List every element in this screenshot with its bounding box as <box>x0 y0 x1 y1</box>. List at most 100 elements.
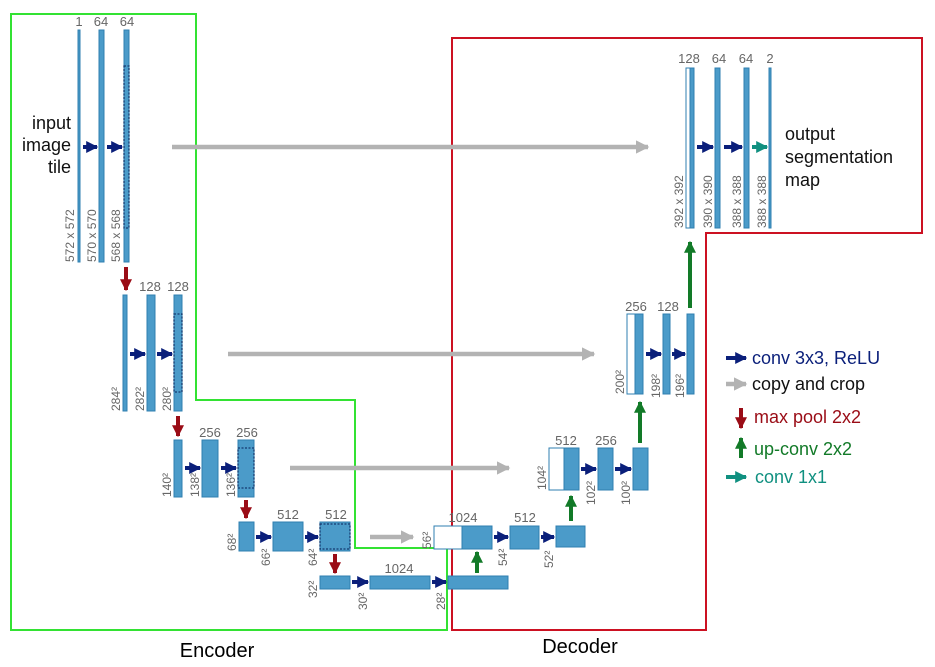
encoder-region-outline <box>10 13 448 631</box>
channel-label: 64 <box>739 51 753 66</box>
channel-label: 512 <box>514 510 536 525</box>
conv-arrows <box>83 141 744 588</box>
dimension-label: 138² <box>188 473 202 497</box>
dimension-label: 140² <box>160 473 174 497</box>
crop-region-enc4 <box>319 523 351 550</box>
output-label-line: output <box>785 124 835 144</box>
copy-arrows <box>172 140 650 544</box>
dimension-label: 52² <box>542 551 556 568</box>
channel-label: 256 <box>625 299 647 314</box>
crop-region-enc2 <box>173 313 183 393</box>
crop-region-enc3 <box>237 447 255 489</box>
channel-label: 2 <box>766 51 773 66</box>
feature-map-dec1-conv1 <box>714 67 721 229</box>
feature-map-dec1-copied <box>685 67 691 229</box>
encoder-label: Encoder <box>180 640 255 662</box>
feature-map-dec3-conv1 <box>597 447 614 491</box>
feature-map-output <box>768 67 772 229</box>
feature-map-dec1-upconv <box>689 67 695 229</box>
feature-map-enc4-conv1 <box>272 521 304 552</box>
channel-label: 512 <box>555 433 577 448</box>
dimension-label: 102² <box>584 481 598 505</box>
channel-label: 64 <box>712 51 726 66</box>
legend-conv1x1-label: conv 1x1 <box>755 467 827 487</box>
dimension-label: 64² <box>306 549 320 566</box>
legend-upconv-label: up-conv 2x2 <box>754 439 852 459</box>
output-label-line: map <box>785 170 820 190</box>
feature-map-enc1-conv2 <box>123 29 130 263</box>
dimension-label: 68² <box>225 534 239 551</box>
feature-map-dec2-conv2 <box>686 313 695 395</box>
feature-map-dec3-copied <box>548 447 565 491</box>
dimension-label: 388 x 388 <box>755 175 769 228</box>
upconv-arrows <box>471 240 696 573</box>
dimension-label: 572 x 572 <box>63 209 77 262</box>
dimension-label: 104² <box>535 466 549 490</box>
dimension-label: 198² <box>649 374 663 398</box>
feature-map-dec4-upconv <box>461 525 493 550</box>
dimension-label: 282² <box>133 387 147 411</box>
feature-map-dec2-copied <box>626 313 636 395</box>
dimension-label: 570 x 570 <box>85 209 99 262</box>
feature-map-bottom-pool <box>319 575 351 590</box>
dimension-label: 200² <box>613 370 627 394</box>
channel-label: 64 <box>120 14 134 29</box>
input-label-line: tile <box>48 157 71 177</box>
dimension-label: 32² <box>306 581 320 598</box>
channel-label: 128 <box>139 279 161 294</box>
dimension-label: 196² <box>673 374 687 398</box>
feature-map-bottom-conv2 <box>447 575 509 590</box>
output-label-line: segmentation <box>785 147 893 167</box>
dimension-label: 568 x 568 <box>109 209 123 262</box>
legend: conv 3x3, ReLU copy and crop max pool 2x… <box>726 348 880 487</box>
feature-map-enc3-conv1 <box>201 439 219 498</box>
feature-map-dec4-conv2 <box>555 525 586 548</box>
channel-label: 512 <box>325 507 347 522</box>
channel-label: 64 <box>94 14 108 29</box>
legend-copy-label: copy and crop <box>752 374 865 394</box>
feature-map-bottom-conv1 <box>369 575 431 590</box>
dimension-label: 280² <box>160 387 174 411</box>
dimension-label: 388 x 388 <box>730 175 744 228</box>
feature-map-enc4-conv2 <box>319 521 351 552</box>
input-label-line: input <box>32 113 71 133</box>
legend-pool-label: max pool 2x2 <box>754 407 861 427</box>
feature-map-dec4-copied <box>433 525 463 550</box>
dimension-label: 100² <box>619 481 633 505</box>
dimension-label: 30² <box>356 593 370 610</box>
channel-label: 128 <box>657 299 679 314</box>
channel-label: 128 <box>167 279 189 294</box>
feature-map-enc1-conv1 <box>98 29 105 263</box>
input-image-tile-label: input image tile <box>22 113 71 177</box>
channel-label: 1024 <box>449 510 478 525</box>
feature-map-dec3-conv2 <box>632 447 649 491</box>
feature-map-enc2-conv1 <box>146 294 156 412</box>
dimension-label: 28² <box>434 593 448 610</box>
channel-label: 256 <box>595 433 617 448</box>
dimension-label: 284² <box>109 387 123 411</box>
channel-label: 256 <box>199 425 221 440</box>
feature-map-enc2-conv2 <box>173 294 183 412</box>
feature-map-enc2-pool <box>122 294 128 412</box>
feature-map-enc1-input <box>77 29 81 263</box>
dimension-label: 136² <box>224 473 238 497</box>
feature-map-dec2-upconv <box>634 313 644 395</box>
channel-label: 128 <box>678 51 700 66</box>
channel-label: 256 <box>236 425 258 440</box>
channel-label: 1 <box>75 14 82 29</box>
legend-conv-label: conv 3x3, ReLU <box>752 348 880 368</box>
feature-map-dec2-conv1 <box>662 313 671 395</box>
dimension-label: 56² <box>420 532 434 549</box>
dimension-label: 390 x 390 <box>701 175 715 228</box>
feature-map-enc3-pool <box>173 439 183 498</box>
pool-arrows <box>120 267 341 575</box>
decoder-label: Decoder <box>542 636 618 658</box>
feature-map-dec1-conv2 <box>743 67 750 229</box>
output-segmentation-map-label: output segmentation map <box>785 124 893 190</box>
feature-map-enc4-pool <box>238 521 255 552</box>
dimension-label: 66² <box>259 549 273 566</box>
channel-label: 512 <box>277 507 299 522</box>
dimension-label: 392 x 392 <box>672 175 686 228</box>
dimension-label: 54² <box>496 549 510 566</box>
